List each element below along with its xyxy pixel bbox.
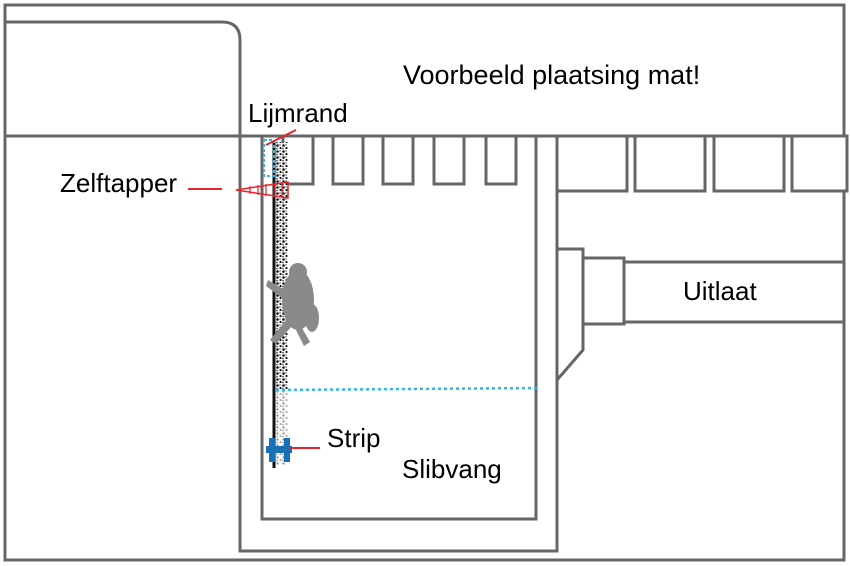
edge-stone — [381, 134, 415, 186]
glue-edge-pointer — [265, 129, 297, 146]
self-tapper-thread — [249, 182, 283, 198]
label-strip: Strip — [327, 423, 380, 453]
diagram-title: Voorbeeld plaatsing mat! — [403, 60, 700, 90]
edge-stone — [555, 134, 629, 193]
edge-stone — [432, 134, 466, 186]
strip-bolt — [269, 438, 275, 462]
label-self-tapper: Zelftapper — [60, 168, 177, 198]
self-tapper-screw — [235, 181, 289, 199]
filter-outer-wall — [238, 136, 559, 553]
label-outlet: Uitlaat — [683, 276, 757, 306]
sludge-trap-chamber — [260, 136, 538, 521]
outer-frame — [3, 3, 846, 562]
outlet-pipe — [624, 260, 844, 324]
pond-edge-block — [5, 20, 242, 136]
edge-stone — [484, 134, 518, 186]
glue-edge-marker — [263, 139, 275, 177]
strip-bolt — [284, 438, 290, 462]
edge-stone — [712, 134, 786, 193]
edge-stone — [633, 134, 707, 193]
label-sludge-trap: Slibvang — [402, 454, 502, 484]
strip-fastener — [266, 446, 292, 453]
outlet-flange — [555, 247, 585, 381]
label-glue-edge: Lijmrand — [248, 98, 348, 128]
frog-icon — [266, 263, 319, 346]
edge-stone — [331, 134, 365, 186]
mat-gravel — [276, 142, 288, 390]
outlet-coupling — [581, 256, 626, 326]
edge-stone — [790, 134, 849, 193]
water-level-line — [275, 386, 539, 392]
